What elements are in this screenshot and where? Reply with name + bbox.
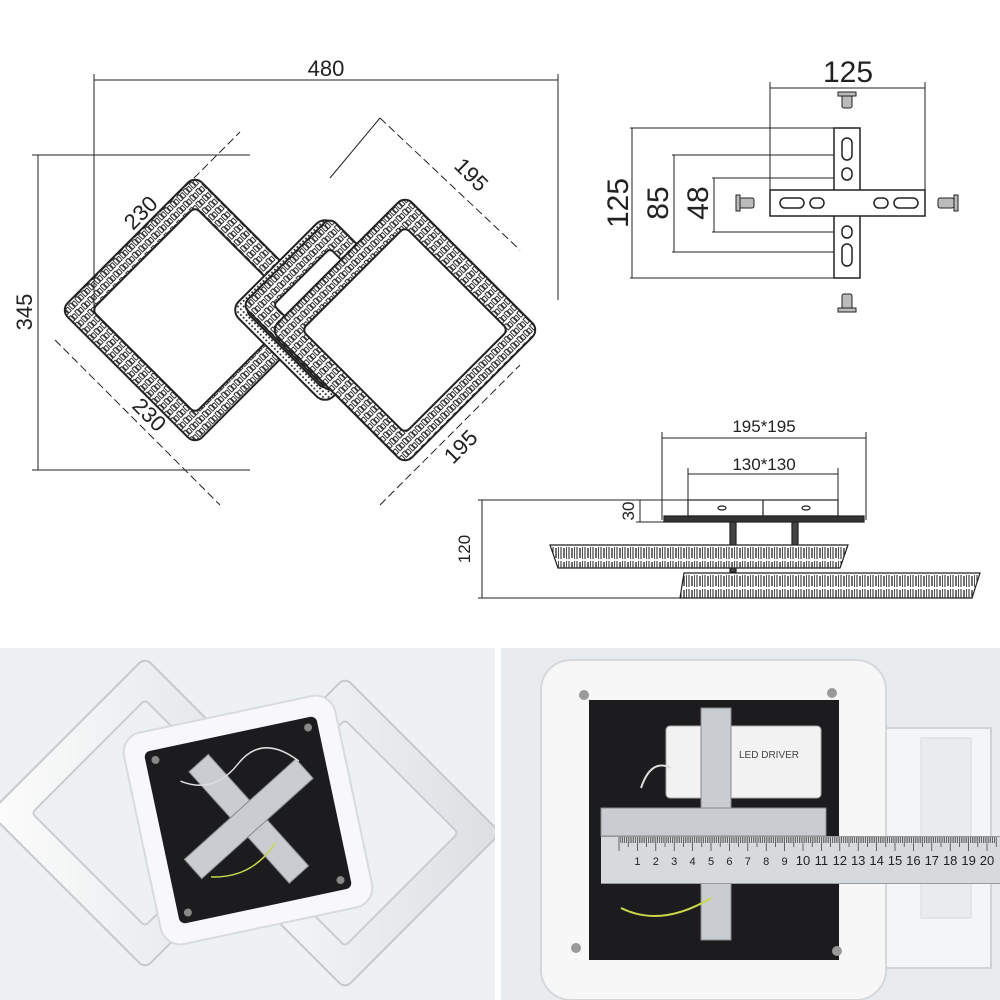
dim-bracket-125: 125 (602, 178, 635, 228)
technical-drawing: 480 345 230 230 195 195 125 125 85 48 (12, 56, 981, 599)
dim-bracket-48: 48 (682, 186, 715, 219)
ruler-number: 1 (634, 856, 640, 868)
fixture-overview-illustration (0, 648, 495, 1000)
ruler-number: 14 (869, 853, 883, 868)
dim-bracket-width: 125 (823, 56, 873, 89)
bracket-screws (735, 91, 959, 313)
side-fixture (549, 499, 981, 599)
led-driver-label: LED DRIVER (739, 750, 799, 761)
ruler-number: 8 (763, 856, 769, 868)
top-view: 480 345 230 230 195 195 (12, 56, 559, 506)
ruler-number: 5 (708, 856, 714, 868)
dim-base-height: 30 (619, 502, 638, 521)
led-driver: LED DRIVER (665, 725, 822, 799)
bracket-view: 125 125 85 48 (602, 56, 959, 313)
dim-overall-height: 345 (12, 294, 37, 331)
ruler-number: 12 (833, 853, 847, 868)
photo-center-housing (122, 694, 374, 946)
ruler-number: 9 (782, 856, 788, 868)
dim-plate-size: 195*195 (732, 417, 795, 436)
ruler-number: 3 (671, 856, 677, 868)
dim-small-upper: 195 (449, 153, 493, 197)
ruler-number: 2 (653, 856, 659, 868)
dim-small-lower: 195 (439, 425, 483, 469)
right-diamond-frame (273, 198, 537, 462)
ruler-number: 18 (943, 853, 957, 868)
ruler-number: 10 (796, 853, 810, 868)
ruler-number: 16 (906, 853, 920, 868)
ruler-number: 15 (888, 853, 902, 868)
dim-base-size: 130*130 (732, 455, 795, 474)
ruler-number: 11 (815, 853, 829, 868)
ruler-number: 17 (925, 853, 939, 868)
ruler-number: 19 (961, 853, 975, 868)
ruler-number: 6 (726, 856, 732, 868)
measurement-closeup-illustration: LED DRIVER (501, 648, 1000, 1000)
horizontal-bracket (600, 807, 827, 837)
top-view-dimension-lines (32, 74, 559, 506)
side-view: 195*195 130*130 30 120 (455, 417, 981, 599)
dim-overall-width: 480 (308, 56, 345, 81)
side-dimension-lines (478, 432, 867, 599)
ruler-number: 4 (690, 856, 696, 868)
bracket-dimension-lines (630, 82, 926, 279)
dim-bracket-85: 85 (642, 186, 675, 219)
photo-fixture-overview (0, 648, 495, 1000)
dim-total-height: 120 (455, 535, 474, 563)
ruler-number: 13 (851, 853, 865, 868)
ruler-number: 20 (980, 853, 994, 868)
mounting-bracket (769, 127, 926, 279)
left-diamond-frame (63, 178, 327, 442)
ruler-number: 7 (745, 856, 751, 868)
